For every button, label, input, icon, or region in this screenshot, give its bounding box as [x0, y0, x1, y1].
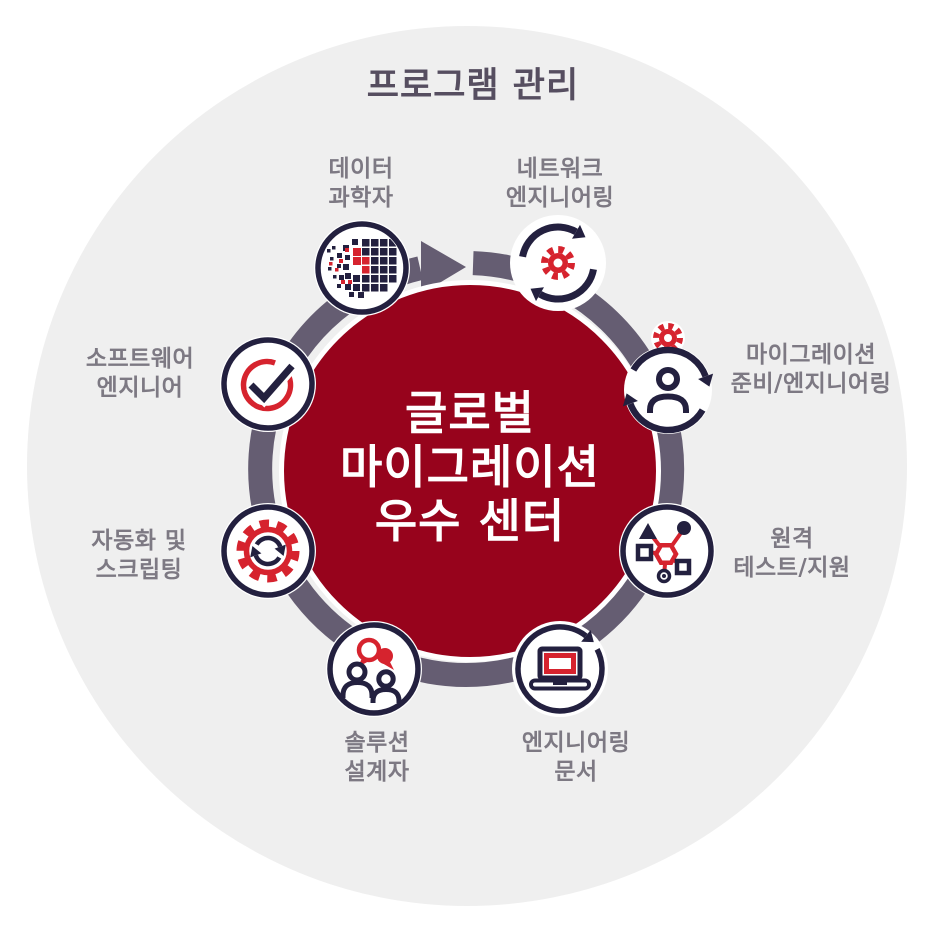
label-automation-scripting: 자동화 및 스크립팅	[91, 528, 187, 583]
label-engineering-docs: 엔지니어링 문서	[521, 730, 631, 785]
checkmark-circle-icon	[220, 336, 316, 432]
center-circle	[279, 280, 661, 662]
laptop-refresh-icon	[512, 621, 608, 717]
label-solution-architect: 솔루션 설계자	[344, 730, 410, 785]
label-remote-test-support: 원격 테스트/지원	[733, 526, 851, 581]
gear-cycle-icon	[510, 215, 606, 311]
people-chat-icon	[326, 621, 422, 717]
data-grid-icon	[314, 220, 410, 316]
label-software-engineer: 소프트웨어 엔지니어	[85, 346, 195, 401]
page-title: 프로그램 관리	[366, 66, 580, 106]
person-cycle-gear-icon	[622, 321, 714, 434]
network-nodes-icon	[619, 503, 715, 599]
label-network-engineering: 네트워크 엔지니어링	[505, 156, 615, 211]
gear-arrows-icon	[220, 503, 316, 599]
label-data-scientist: 데이터 과학자	[328, 156, 394, 211]
label-migration-prep: 마이그레이션 준비/엔지니어링	[730, 342, 892, 397]
clockwise-flow-arrow	[421, 241, 466, 294]
center-circle-text: 글로벌 마이그레이션 우수 센터	[340, 386, 600, 548]
